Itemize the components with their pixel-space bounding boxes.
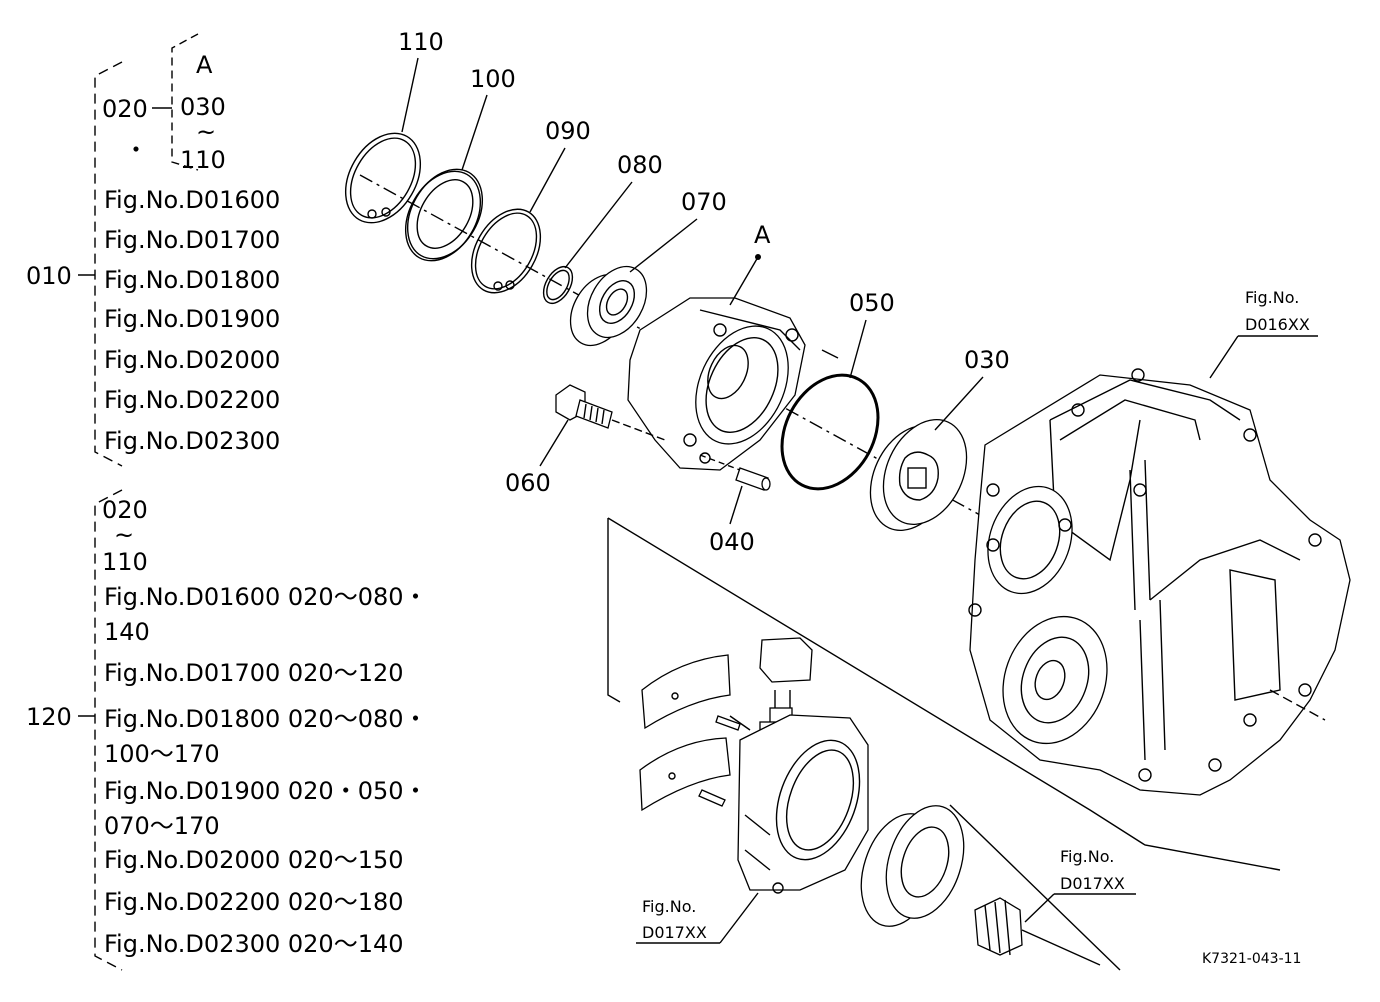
legend-top-fig-2: Fig.No.D01800 [104,266,280,294]
legend-top-fig-4: Fig.No.D02000 [104,346,280,374]
snap-ring-110-part [344,132,422,224]
callout-100: 100 [470,65,516,93]
fig-ref-d016-line2: D016XX [1245,315,1310,334]
pin-040-part [699,454,771,491]
pump-cover-housing-part [627,297,839,471]
legend-top-parent: 020 [102,95,148,123]
bearing-070-part [569,265,648,347]
legend-top-fig-3: Fig.No.D01900 [104,305,280,333]
fig-ref-d016-line1: Fig.No. [1245,288,1299,307]
legend-bottom-line-4: 100～170 [104,740,220,768]
lower-housing-d017-part [737,714,869,894]
subassembly-boundary-right [949,804,1121,971]
legend-top-dot: ・ [124,136,148,164]
callout-080: 080 [617,151,663,179]
legend-top-fig-5: Fig.No.D02200 [104,386,280,414]
legend-bottom-tilde: ~ [114,521,134,549]
legend-bottom-line-2: Fig.No.D01700 020～120 [104,659,404,687]
callouts: 110 100 090 080 070 A 050 030 060 040 [398,28,1010,556]
legend-top-tilde: ~ [196,118,216,146]
spline-shaft-part [974,897,1101,966]
legend-bottom-line-8: Fig.No.D02200 020～180 [104,888,404,916]
callout-090: 090 [545,117,591,145]
leader-a [729,256,759,306]
subassembly-boundary-top [607,517,1281,871]
callout-060: 060 [505,469,551,497]
snap-ring-090-part [470,208,542,294]
legend-top-range-start: 030 [180,93,226,121]
fig-ref-d017a-line1: Fig.No. [642,897,696,916]
legend-bottom-range-start: 020 [102,496,148,524]
legend-top-range-end: 110 [180,146,226,174]
case-axis-line [1269,689,1326,721]
leader-a-dot [755,254,761,260]
bolt-060-part [555,384,666,441]
legend-top-fig-1: Fig.No.D01700 [104,226,280,254]
legend-bottom-line-0: Fig.No.D01600 020～080・ [104,583,428,611]
callout-050: 050 [849,289,895,317]
o-ring-050-part [780,373,880,491]
fig-ref-d017-lower-right: Fig.No. D017XX [1024,847,1136,923]
legend-bottom-line-7: Fig.No.D02000 020～150 [104,846,404,874]
gear-rotor-030-part [869,418,968,532]
fig-ref-d017b-line2: D017XX [1060,874,1125,893]
legend-top-a-label: A [196,51,213,79]
legend-top-group-id: 010 [26,262,72,290]
subassembly-boundary-left [607,518,621,703]
seal-bearing-part [860,805,965,927]
transmission-case-d016-part [968,368,1351,796]
legend-bottom-range-end: 110 [102,548,148,576]
legend-bottom-line-3: Fig.No.D01800 020～080・ [104,705,428,733]
legend-bottom-line-5: Fig.No.D01900 020・050・ [104,777,428,805]
ring-100-part [404,168,484,262]
fig-ref-d017a-line2: D017XX [642,923,707,942]
legend-top-fig-0: Fig.No.D01600 [104,186,280,214]
drawing-code: K7321-043-11 [1202,951,1301,967]
legend-top: 020 ・ A 030 ~ 110 010 Fig.No.D01600 Fig.… [26,33,280,467]
callout-070: 070 [681,188,727,216]
legend-bottom-line-6: 070～170 [104,812,220,840]
fig-ref-d017-lower-left: Fig.No. D017XX [636,892,759,944]
snap-ring-080-part [542,265,574,305]
legend-bottom-group-id: 120 [26,703,72,731]
callout-030: 030 [964,346,1010,374]
shim-plates-part [639,654,751,812]
legend-bottom: 120 020 ~ 110 Fig.No.D01600 020～080・ 140… [26,489,428,971]
legend-bottom-line-1: 140 [104,618,150,646]
fig-ref-d016: Fig.No. D016XX [1209,288,1318,379]
fig-ref-d017b-line1: Fig.No. [1060,847,1114,866]
callout-040: 040 [709,528,755,556]
legend-top-fig-6: Fig.No.D02300 [104,427,280,455]
callout-110: 110 [398,28,444,56]
legend-bottom-line-9: Fig.No.D02300 020～140 [104,930,404,958]
callout-a: A [754,221,771,249]
